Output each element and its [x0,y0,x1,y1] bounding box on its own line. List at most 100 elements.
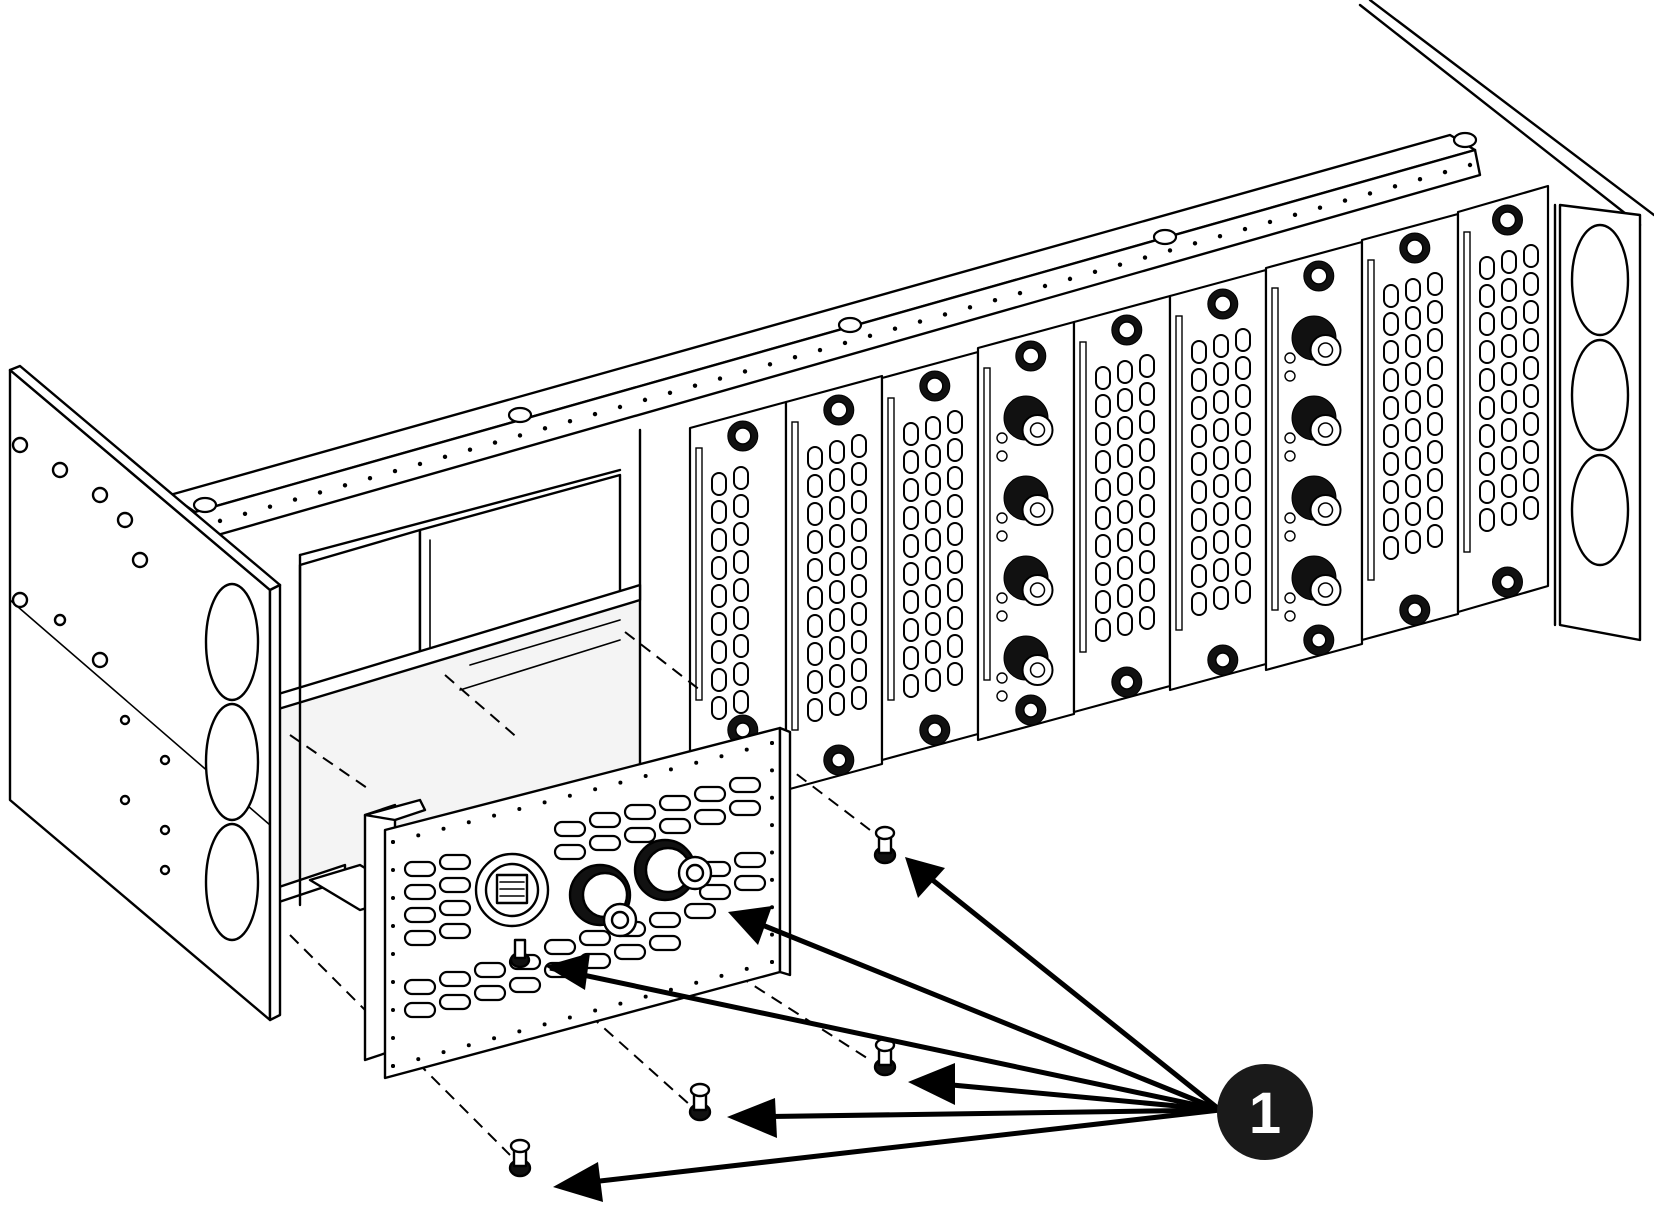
knob-icon [735,722,751,738]
callout-arrow [918,868,1222,1112]
vent-slot [1405,418,1421,442]
vent-slot [1235,440,1251,464]
vent-slot [438,853,472,871]
faceplate-dot [770,741,774,745]
vent-slot [1139,410,1155,434]
vent-slot [1191,340,1207,364]
knob-icon [927,722,943,738]
faceplate-dot [694,980,699,985]
vent-slot [1479,312,1495,336]
arrowhead [908,1063,955,1105]
faceplate-vent-slots [403,776,767,1019]
module-faceplate [880,350,980,762]
faceplate-dot [770,960,774,964]
vent-slot [1139,438,1155,462]
vent-hole [1284,592,1296,604]
vent-slot [1479,340,1495,364]
vent-slot [925,668,941,692]
faceplate-dot [593,787,598,792]
vent-slot [903,674,919,698]
rail-hole [1192,241,1198,246]
faceplate-dot [391,868,395,872]
vent-slot [1427,468,1443,492]
vent-slot [1095,366,1111,390]
vent-slot [947,550,963,574]
bnc-connector-icon [568,863,638,938]
module-card [1072,294,1172,714]
knob-icon [830,401,848,419]
knob-icon [1498,211,1517,229]
knob-icon [831,752,847,768]
rail-hole [1167,248,1173,253]
vent-slot [1095,506,1111,530]
module-card [1168,268,1268,692]
vent-slot [1479,284,1495,308]
vent-hole [996,672,1008,684]
rail-hole [792,354,798,360]
rail-hole [1142,255,1148,260]
bnc-connector-icon [1317,502,1334,518]
vent-slot [1139,550,1155,574]
vent-slot [1095,590,1111,614]
vent-slot [1501,278,1517,302]
vent-slot [1117,416,1133,440]
callout-badge: 1 [1217,1064,1313,1160]
bnc-connector-icon [1317,582,1334,598]
vent-slot [1139,354,1155,378]
rail-screw [507,406,533,424]
vent-slot [807,502,823,526]
vent-slot [947,466,963,490]
knob-icon [1215,652,1231,668]
vent-hole [996,530,1008,542]
vent-slot [925,528,941,552]
vent-hole [996,690,1008,702]
vent-slot [1213,362,1229,386]
rail-hole [1092,269,1098,274]
vent-slot [1405,278,1421,302]
rail-hole [1067,276,1073,282]
vent-slot [711,500,727,524]
vent-slot [947,634,963,658]
rail-screw [837,316,863,334]
vent-slot [925,640,941,664]
vent-slot [733,634,749,658]
screw-icon [509,938,531,969]
rail-hole [1342,198,1348,203]
arrowhead [727,1098,777,1138]
vent-slot [1383,312,1399,336]
faceplate-dot [593,1008,598,1013]
vent-slot [1501,334,1517,358]
vent-slot [658,817,692,835]
screw-icon [508,1138,532,1178]
knob-icon [1214,295,1232,313]
vent-slot [711,640,727,664]
vent-slot [1191,452,1207,476]
faceplate-dot [618,1001,623,1006]
rail-hole [867,333,873,339]
rail-hole [1467,162,1473,168]
vent-slot [947,578,963,602]
vent-hole [996,610,1008,622]
rail-holes [192,131,1478,531]
rail-hole [817,347,823,353]
knob-icon [1311,632,1327,648]
rail-hole [292,497,298,502]
vent-slot [947,410,963,434]
vent-slot [925,500,941,524]
faceplate-dot [391,840,395,844]
module-rail [1271,287,1279,611]
vent-slot [1383,536,1399,560]
callout-arrow [744,915,1221,1113]
faceplate-dot [466,1043,471,1048]
vent-slot [1427,384,1443,408]
vent-slot [1213,474,1229,498]
vent-slot [851,658,867,682]
vent-slot [711,556,727,580]
rail-hole [967,305,973,310]
vent-slot [438,876,472,894]
callout-arrow [919,1079,1221,1113]
vent-slot [1139,606,1155,630]
vent-slot [733,690,749,714]
vent-hole [1284,610,1296,622]
faceplate-dot [542,800,547,805]
